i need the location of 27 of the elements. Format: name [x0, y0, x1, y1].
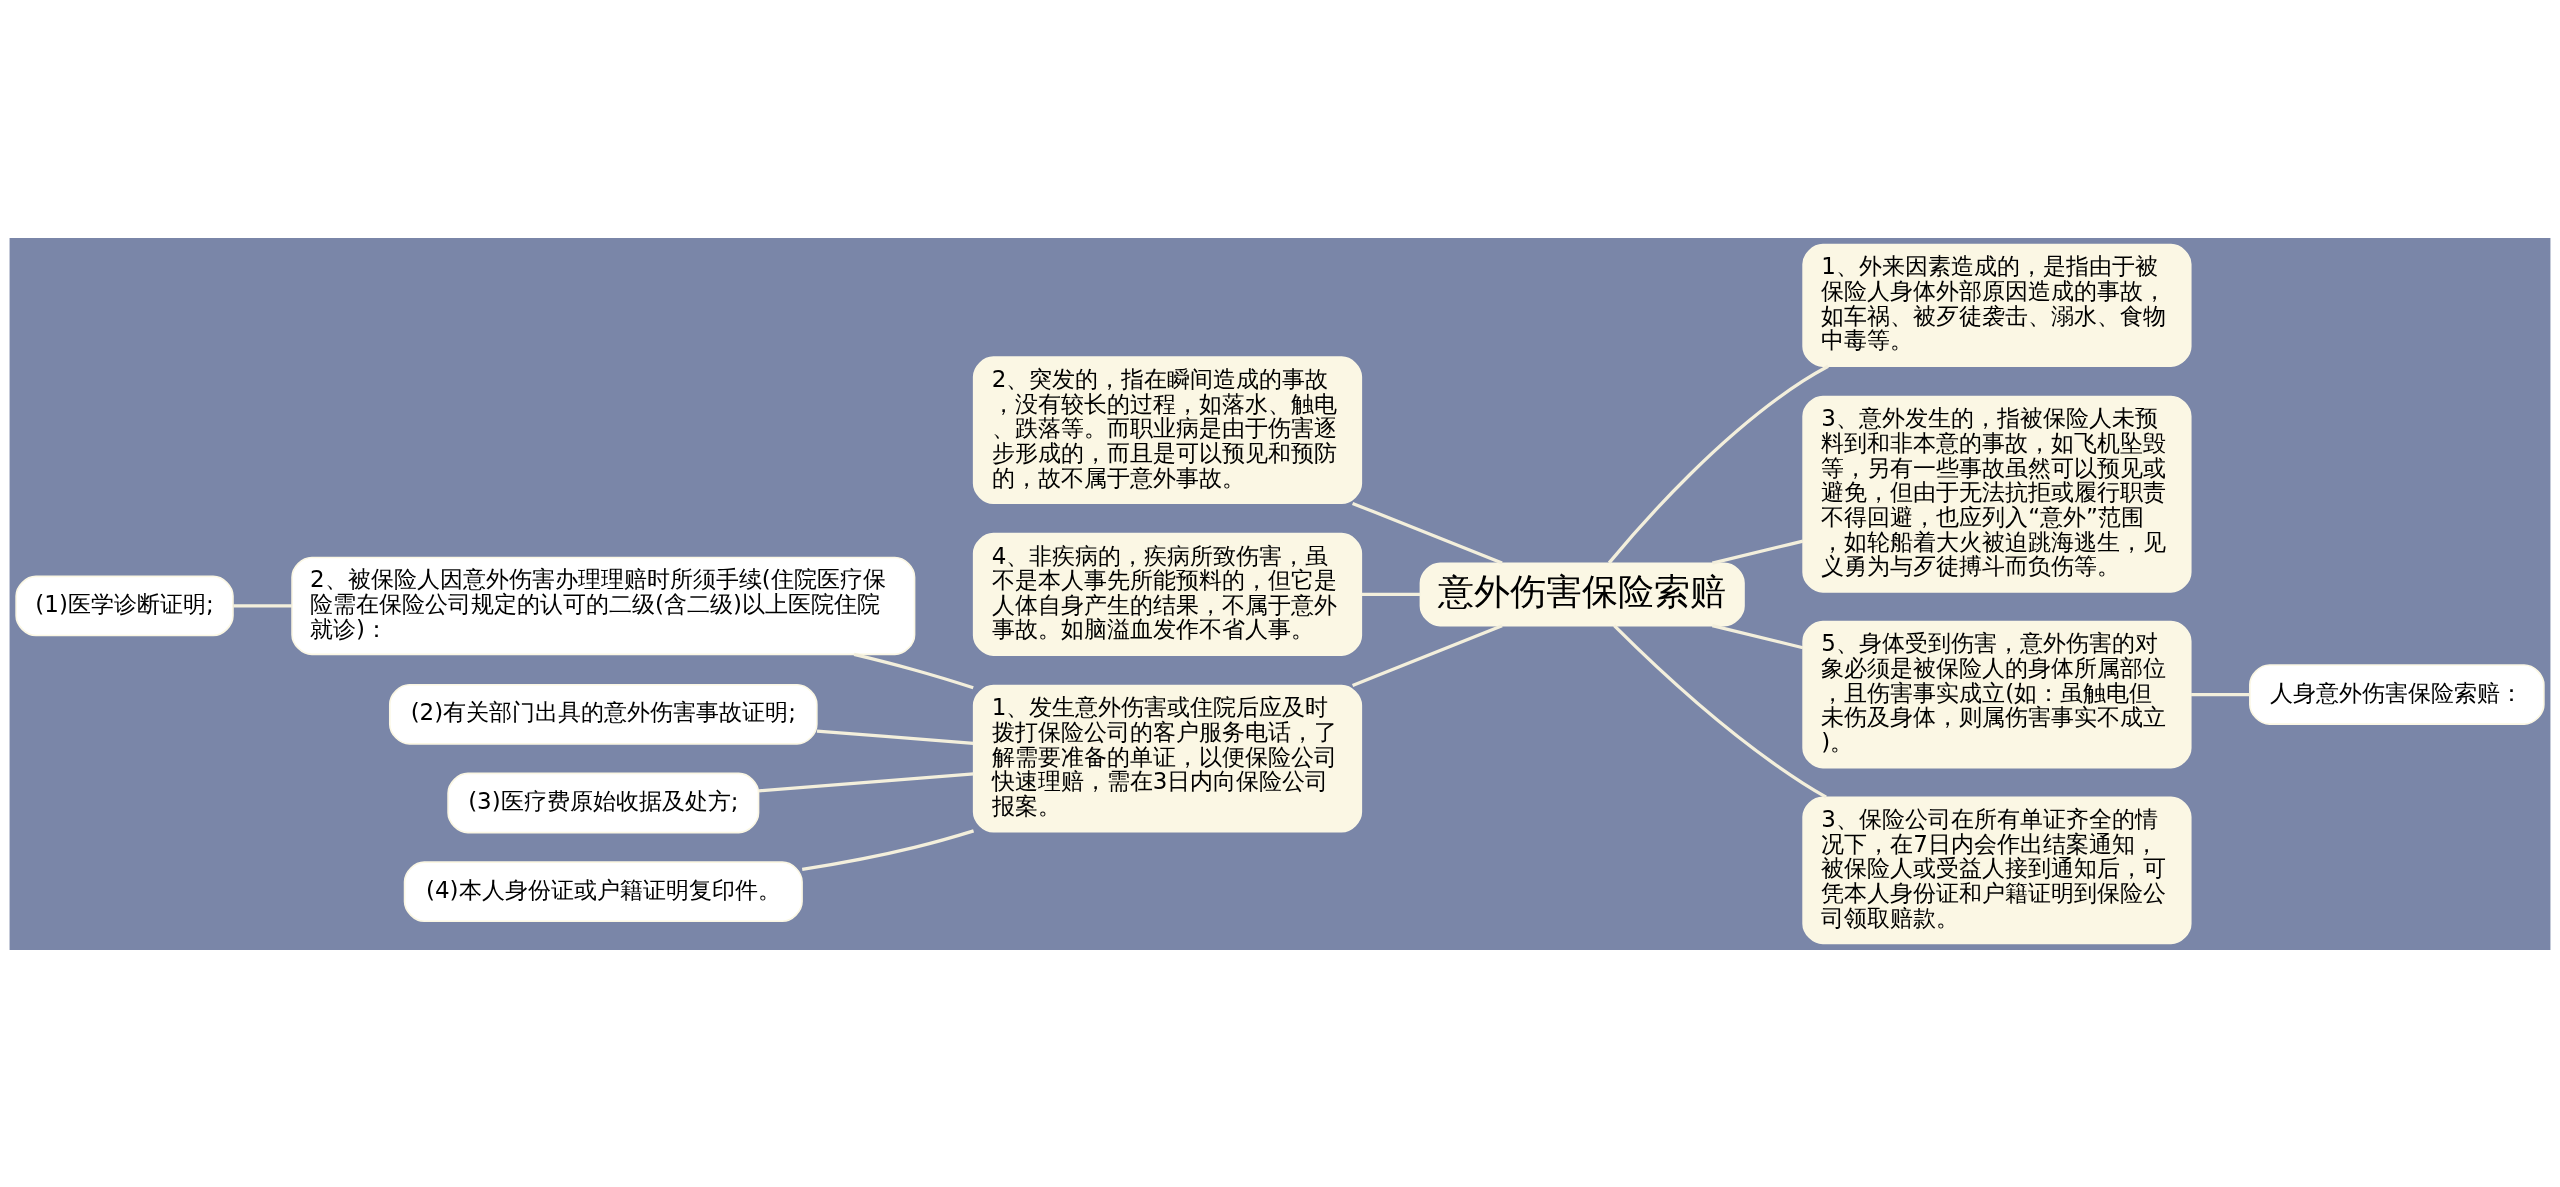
connector: [1352, 623, 1503, 687]
node-box: 人身意外伤害保险索赔：: [2249, 663, 2545, 725]
node-box: 3、保险公司在所有单证齐全的情况下，在7日内会作出结案通知，被保险人或受益人接到通知后，可凭本人身份证和户籍证明到保险公司领取赔款。: [1802, 795, 2192, 944]
node-box: 意外伤害保险索赔: [1419, 561, 1745, 626]
connector: [1613, 624, 1827, 799]
node-box: 1、外来因素造成的，是指由于被保险人身体外部原因造成的事故，如车祸、被歹徒袭击、溺水、食物中毒等。: [1802, 243, 2192, 367]
connector: [233, 603, 292, 608]
node-box: (2)有关部门出具的意外伤害事故证明;: [388, 683, 818, 745]
node-box: 2、被保险人因意外伤害办理理赔时所须手续(住院医疗保险需在保险公司规定的认可的二级(含二级)以上医院住院就诊)：: [291, 556, 916, 655]
node-box: 5、身体受到伤害，意外伤害的对象必须是被保险人的身体所属部位，且伤害事实成立(如：虽触电但未伤及身体，则属伤害事实不成立)。: [1802, 620, 2192, 768]
node-box: (1)医学诊断证明;: [15, 575, 234, 636]
node-box: 2、突发的，指在瞬间造成的事故，没有较长的过程，如落水、触电、跌落等。而职业病是由于伤害逐步形成的，而且是可以预见和预防的，故不属于意外事故。: [972, 355, 1363, 504]
connector: [1607, 364, 1829, 564]
connector: [2191, 692, 2250, 696]
connector: [816, 728, 974, 745]
connector: [1711, 623, 1804, 649]
connector: [758, 771, 974, 792]
node-box: (3)医疗费原始收据及处方;: [447, 772, 760, 833]
node-box: 1、发生意外伤害或住院后应及时拨打保险公司的客户服务电话，了解需要准备的单证，以便保险公司快速理赔，需在3日内向保险公司报案。: [972, 684, 1363, 833]
connector: [1352, 501, 1503, 565]
node-box: 4、非疾病的，疾病所致伤害，虽不是本人事先所能预料的，但它是人体自身产生的结果，不属于意外事故。如脑溢血发作不省人事。: [972, 532, 1363, 656]
connector: [1361, 592, 1421, 596]
connector: [801, 828, 975, 871]
connector: [853, 652, 974, 689]
node-box: (4)本人身份证或户籍证明复印件。: [403, 860, 803, 922]
node-box: 3、意外发生的，指被保险人未预料到和非本意的事故，如飞机坠毁等，另有一些事故虽然可以预见或避免，但由于无法抗拒或履行职责不得回避，也应列入“意外”范围，如轮船着大火被迫跳海逃生，见义勇为与歹徒搏斗而负伤等。: [1802, 395, 2192, 593]
connector: [1711, 538, 1804, 565]
